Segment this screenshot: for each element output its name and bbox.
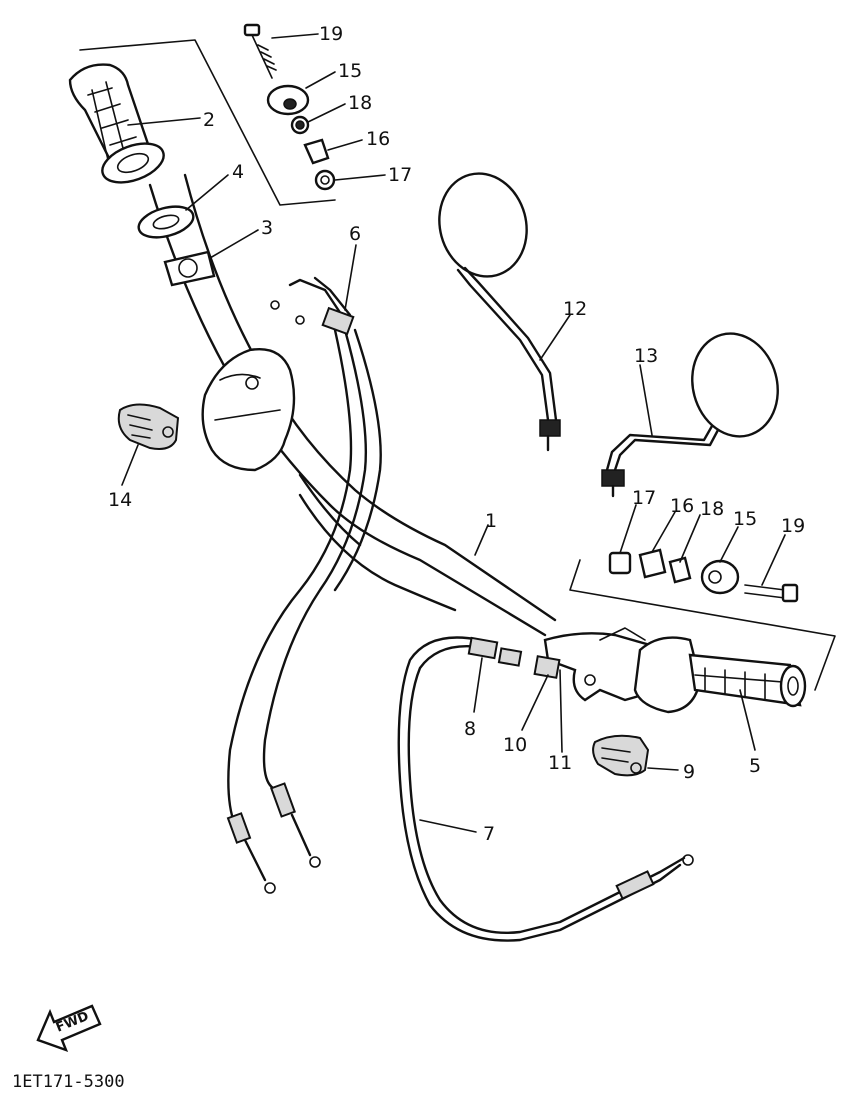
label-part-1: 1 — [485, 510, 497, 532]
label-part-5: 5 — [749, 755, 761, 777]
mirror-13 — [601, 332, 779, 498]
label-part-19a: 19 — [319, 23, 343, 45]
label-part-14: 14 — [108, 489, 132, 511]
throttle-cables — [226, 276, 382, 894]
label-part-16a: 16 — [366, 128, 390, 150]
throttle-ring — [163, 250, 216, 287]
label-part-13: 13 — [634, 345, 658, 367]
label-part-16b: 16 — [670, 495, 694, 517]
label-part-11: 11 — [548, 752, 572, 774]
label-part-15b: 15 — [733, 508, 757, 530]
label-part-4: 4 — [232, 161, 244, 183]
cap-15b — [700, 559, 740, 595]
label-part-9: 9 — [683, 761, 695, 783]
clutch-cable — [397, 636, 694, 942]
left-switch-housing — [201, 348, 296, 472]
group-bracket-right — [569, 559, 836, 691]
leader-lines — [121, 33, 786, 833]
group-bracket-left — [79, 39, 336, 206]
label-part-8: 8 — [464, 718, 476, 740]
label-part-10: 10 — [503, 734, 527, 756]
label-part-18b: 18 — [700, 498, 724, 520]
label-part-15a: 15 — [338, 60, 362, 82]
label-part-12: 12 — [563, 298, 587, 320]
label-part-18a: 18 — [348, 92, 372, 114]
clutch-lever-assembly — [543, 627, 662, 702]
mirror-mount-parts-left — [243, 23, 336, 191]
nut-17a — [314, 169, 336, 191]
forward-arrow: FWD — [36, 1004, 102, 1053]
bolt-head-19b — [781, 583, 799, 603]
part-numbers: 1 2 3 4 5 6 7 8 9 10 11 12 13 14 19 15 1… — [108, 23, 805, 845]
washer-18b — [668, 556, 692, 584]
spacer-16b — [638, 548, 667, 579]
drawing-code: 1ET171-5300 — [12, 1072, 125, 1092]
left-switch — [117, 403, 180, 450]
mirror-mount-parts-right — [608, 548, 799, 603]
spacer-16a — [303, 138, 330, 165]
label-part-3: 3 — [261, 217, 273, 239]
label-part-17b: 17 — [632, 487, 656, 509]
nut-17b — [608, 551, 632, 575]
right-switch — [592, 734, 650, 777]
mirror-12 — [438, 172, 561, 452]
label-part-2: 2 — [203, 109, 215, 131]
throttle-collar — [137, 205, 195, 239]
label-part-19b: 19 — [781, 515, 805, 537]
left-grip — [68, 63, 165, 184]
label-part-6: 6 — [349, 223, 361, 245]
label-part-7: 7 — [483, 823, 495, 845]
label-part-17a: 17 — [388, 164, 412, 186]
bolt-head-19a — [243, 23, 261, 37]
right-grip — [633, 636, 807, 714]
